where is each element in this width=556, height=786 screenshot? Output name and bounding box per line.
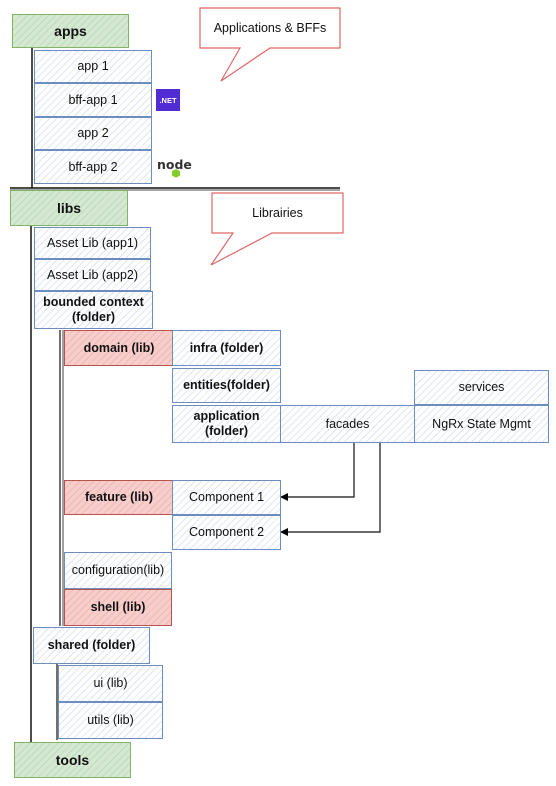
feature-lib: feature (lib): [64, 480, 174, 515]
arrow-to-component1: [280, 443, 355, 501]
dotnet-logo-icon: .NET: [156, 89, 180, 111]
apps-section: apps: [12, 14, 129, 48]
libs-callout-shape: [210, 192, 344, 266]
node-logo-text: node: [157, 157, 192, 172]
asset-lib-app1: Asset Lib (app1): [34, 227, 151, 259]
component-2: Component 2: [172, 515, 281, 550]
ngrx-state-mgmt: NgRx State Mgmt: [414, 405, 549, 443]
bounded-context-folder: bounded context (folder): [34, 291, 153, 329]
ui-lib: ui (lib): [58, 665, 163, 702]
libs-section: libs: [10, 190, 128, 226]
apps-callout-shape: [199, 7, 341, 82]
application-folder: application (folder): [172, 405, 281, 443]
bff-app-1: bff-app 1: [34, 83, 152, 117]
facades-box: facades: [280, 405, 415, 443]
nodejs-logo-icon: node: [157, 157, 195, 184]
utils-lib: utils (lib): [58, 702, 163, 739]
shared-folder: shared (folder): [33, 627, 150, 664]
app-1: app 1: [34, 50, 152, 83]
configuration-lib: configuration(lib): [64, 552, 172, 589]
bff-app-2: bff-app 2: [34, 150, 152, 184]
tools-section: tools: [14, 742, 131, 778]
domain-lib: domain (lib): [64, 330, 174, 366]
apps-callout: Applications & BFFs: [213, 21, 327, 35]
arrow-to-component2: [280, 443, 381, 536]
entities-folder: entities(folder): [172, 368, 281, 403]
libs-callout: Librairies: [252, 206, 303, 220]
services-box: services: [414, 370, 549, 405]
component-1: Component 1: [172, 480, 281, 515]
app-2: app 2: [34, 117, 152, 150]
shell-lib: shell (lib): [64, 589, 172, 626]
infra-folder: infra (folder): [172, 330, 281, 366]
asset-lib-app2: Asset Lib (app2): [34, 259, 151, 291]
